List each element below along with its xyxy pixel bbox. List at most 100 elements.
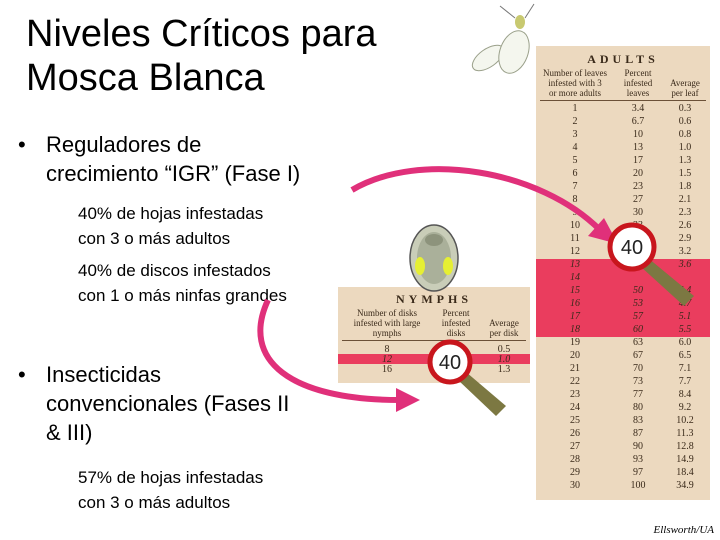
table-cell: 20 — [570, 350, 580, 361]
table-cell: 29 — [570, 467, 580, 478]
table-cell: 20 — [633, 168, 643, 179]
table-cell: 2.9 — [678, 233, 692, 244]
table-cell: 57 — [633, 311, 643, 322]
table-cell: 10 — [570, 220, 580, 231]
table-cell: 2 — [572, 116, 578, 127]
table-cell: 30 — [633, 207, 643, 218]
table-cell: 53 — [633, 298, 643, 309]
table-cell: 28 — [570, 454, 580, 465]
table-cell: 70 — [633, 363, 643, 374]
table-cell: 17 — [633, 155, 643, 166]
table-cell: 24 — [570, 402, 580, 413]
header-line: per disk — [489, 328, 519, 338]
table-cell: 22 — [570, 376, 580, 387]
table-cell: 30 — [570, 480, 580, 491]
table-cell: 3 — [572, 129, 578, 140]
table-cell: 1 — [572, 103, 578, 114]
bullet-conventional-line-3: & III) — [46, 420, 93, 445]
table-cell: 77 — [633, 389, 643, 400]
table-cell: 100 — [630, 480, 646, 491]
highlight-band — [536, 324, 710, 337]
table-cell: 0.3 — [678, 103, 692, 114]
table-cell: 0.5 — [497, 344, 511, 355]
header-line: infested — [623, 78, 653, 88]
table-cell: 12 — [382, 354, 392, 365]
table-cell: 3.4 — [631, 103, 645, 114]
bullet-conventional-line-1: Insecticidas — [46, 362, 161, 387]
table-cell: 17 — [570, 311, 580, 322]
adults-magnifier-icon: 40 — [607, 222, 694, 306]
header-line: infested — [441, 318, 471, 328]
table-cell: 23 — [633, 181, 643, 192]
igr-disk-threshold-line-1: 40% de discos infestados — [78, 261, 271, 280]
table-cell: 7.1 — [678, 363, 692, 374]
header-line: Average — [670, 78, 700, 88]
table-cell: 3.6 — [678, 259, 692, 270]
highlight-band — [536, 298, 710, 311]
table-cell: 7 — [572, 181, 578, 192]
bullet-igr: • Reguladores de crecimiento “IGR” (Fase… — [18, 130, 358, 188]
header-line: nymphs — [372, 328, 402, 338]
conventional-leaf-threshold-line-2: con 3 o más adultos — [78, 493, 231, 512]
table-cell: 18.4 — [676, 467, 694, 478]
table-cell: 0.8 — [678, 129, 692, 140]
table-row: 22 73 7.7 — [536, 377, 710, 387]
igr-disk-threshold: 40% de discos infestados con 1 o más nin… — [78, 258, 287, 308]
table-cell: 18 — [570, 324, 580, 335]
header-line: infested with large — [353, 318, 421, 328]
table-cell: 1.3 — [497, 364, 511, 375]
image-credit: Ellsworth/UA — [653, 524, 714, 536]
table-row: 24 80 9.2 — [536, 403, 710, 413]
table-cell: 34.9 — [676, 480, 694, 491]
table-cell: 2.3 — [678, 207, 692, 218]
table-cell: 1.0 — [678, 142, 692, 153]
header-rule — [540, 100, 706, 101]
bullet-igr-line-1: Reguladores de — [46, 132, 202, 157]
table-cell: 60 — [633, 324, 643, 335]
table-cell: 11.3 — [676, 428, 694, 439]
nymphs-col-disks: Number of disks infested with large nymp… — [342, 308, 432, 338]
table-cell: 73 — [633, 376, 643, 387]
nymphs-table-title: NYMPHS — [396, 292, 472, 306]
table-cell: 16 — [570, 298, 580, 309]
table-cell: 23 — [570, 389, 580, 400]
table-cell: 10 — [633, 129, 643, 140]
table-cell: 9.2 — [678, 402, 692, 413]
table-cell: 80 — [633, 402, 643, 413]
header-line: Number of leaves — [543, 68, 607, 78]
table-cell: 14 — [570, 272, 580, 283]
table-cell: 16 — [382, 364, 392, 375]
table-cell: 25 — [570, 415, 580, 426]
table-cell: 2.6 — [678, 220, 692, 231]
table-cell: 3.2 — [678, 246, 692, 257]
nymphs-magnifier-icon: 40 — [427, 339, 506, 416]
table-cell: 93 — [633, 454, 643, 465]
table-cell: 2.1 — [678, 194, 692, 205]
table-cell: 7.7 — [678, 376, 692, 387]
table-row: 3 10 0.8 — [536, 130, 710, 140]
adults-badge-value: 40 — [621, 237, 643, 259]
table-cell: 8 — [384, 344, 390, 355]
header-line: infested with 3 — [548, 78, 602, 88]
header-rule — [342, 340, 526, 341]
table-cell: 50 — [633, 285, 643, 296]
table-row: 29 97 18.4 — [536, 468, 710, 478]
bullet-marker: • — [18, 362, 26, 387]
table-cell: 27 — [570, 441, 580, 452]
highlight-band — [536, 311, 710, 324]
bullet-igr-line-2: crecimiento “IGR” (Fase I) — [46, 161, 301, 186]
adult-whitefly-icon — [471, 3, 535, 74]
table-cell: 4 — [572, 142, 578, 153]
table-cell: 97 — [633, 467, 643, 478]
